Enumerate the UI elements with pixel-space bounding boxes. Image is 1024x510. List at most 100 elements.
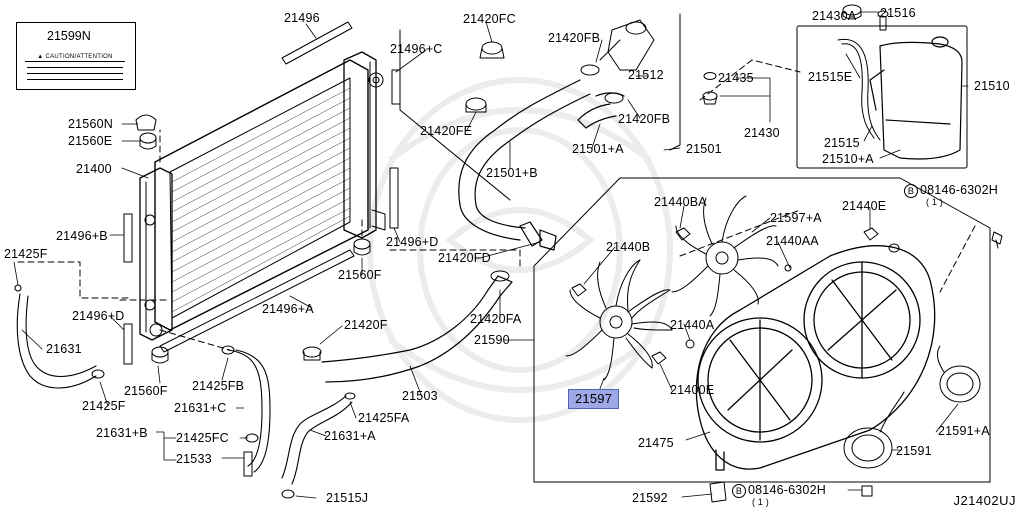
- bolt-callout-lower-qty: ( 1 ): [752, 497, 770, 507]
- label-21631[interactable]: 21631: [46, 342, 82, 356]
- lower-hose-21503: [321, 275, 513, 383]
- seal-21496-a: [159, 249, 355, 353]
- bolt-callout-lower-part: 08146-6302H: [748, 483, 826, 497]
- motor-21591: [843, 391, 905, 469]
- label-21512[interactable]: 21512: [628, 68, 664, 82]
- seal-21496-c: [391, 69, 401, 105]
- label-21440a[interactable]: 21440A: [670, 318, 715, 332]
- label-21496[interactable]: 21496: [284, 11, 320, 25]
- label-21503[interactable]: 21503: [402, 389, 438, 403]
- label-21435[interactable]: 21435: [718, 71, 754, 85]
- cap-21430: [702, 91, 718, 105]
- label-21515j[interactable]: 21515J: [326, 491, 369, 505]
- clamp-21420fa: [490, 270, 510, 282]
- mount-21560e: [139, 132, 157, 150]
- label-21475[interactable]: 21475: [638, 436, 674, 450]
- label-21496-d-left[interactable]: 21496+D: [72, 309, 125, 323]
- label-21515e[interactable]: 21515E: [808, 70, 853, 84]
- fan-blade-21597: [565, 259, 673, 381]
- bolt-callout-upper-part: 08146-6302H: [920, 183, 998, 197]
- label-21510-a[interactable]: 21510+A: [822, 152, 874, 166]
- label-21597-highlighted[interactable]: 21597: [568, 389, 620, 409]
- hose-21631-a: [281, 395, 353, 485]
- clamp-21425f: [91, 369, 105, 379]
- clip-21440aa: [784, 264, 792, 272]
- label-21560f-bottom[interactable]: 21560F: [124, 384, 168, 398]
- label-21420fb-top[interactable]: 21420FB: [548, 31, 601, 45]
- label-21400[interactable]: 21400: [76, 162, 112, 176]
- upper-hose: [458, 79, 591, 251]
- label-21560n[interactable]: 21560N: [68, 117, 113, 131]
- fan-blade-21597-a: [671, 195, 779, 317]
- clamp-21425fb: [221, 345, 235, 355]
- label-21420fa[interactable]: 21420FA: [470, 312, 522, 326]
- label-21425fb[interactable]: 21425FB: [192, 379, 245, 393]
- label-21425f-top[interactable]: 21425F: [4, 247, 48, 261]
- motor-21591-a: [936, 345, 981, 403]
- caution-label-part-number: 21599N: [47, 29, 91, 43]
- clamp-21420fb: [580, 64, 624, 104]
- label-21496-c[interactable]: 21496+C: [390, 42, 443, 56]
- bolt-symbol-icon: B: [904, 184, 918, 198]
- seal-21496-d-left: [123, 323, 133, 365]
- label-21496-d-right[interactable]: 21496+D: [386, 235, 439, 249]
- bolt-lower: [861, 485, 873, 497]
- mount-21560f-top: [353, 238, 371, 256]
- pipe-21533: [243, 451, 253, 477]
- label-21510[interactable]: 21510: [974, 79, 1010, 93]
- bolt-callout-upper-qty: ( 1 ): [926, 197, 944, 207]
- label-21501[interactable]: 21501: [686, 142, 722, 156]
- label-21440ba[interactable]: 21440BA: [654, 195, 707, 209]
- label-21560e[interactable]: 21560E: [68, 134, 113, 148]
- label-21440aa[interactable]: 21440AA: [766, 234, 819, 248]
- label-21400e[interactable]: 21400E: [670, 383, 715, 397]
- mount-21560n: [135, 114, 157, 131]
- label-21420f[interactable]: 21420F: [344, 318, 388, 332]
- label-21533[interactable]: 21533: [176, 452, 212, 466]
- label-21631-a[interactable]: 21631+A: [324, 429, 376, 443]
- label-21501-a[interactable]: 21501+A: [572, 142, 624, 156]
- label-21420fb-bottom[interactable]: 21420FB: [618, 112, 671, 126]
- label-21516[interactable]: 21516: [880, 6, 916, 20]
- label-21420fe[interactable]: 21420FE: [420, 124, 473, 138]
- bracket-21592: [709, 481, 727, 503]
- label-21440b[interactable]: 21440B: [606, 240, 651, 254]
- label-21592[interactable]: 21592: [632, 491, 668, 505]
- label-21591-a[interactable]: 21591+A: [938, 424, 990, 438]
- caution-line-1: [27, 67, 123, 68]
- label-21597-a[interactable]: 21597+A: [770, 211, 822, 225]
- label-21425fc[interactable]: 21425FC: [176, 431, 229, 445]
- label-21560f-top[interactable]: 21560F: [338, 268, 382, 282]
- label-21420fd[interactable]: 21420FD: [438, 251, 491, 265]
- label-21420fc[interactable]: 21420FC: [463, 12, 516, 26]
- mount-21560f-bottom: [151, 346, 169, 364]
- label-21496-a[interactable]: 21496+A: [262, 302, 314, 316]
- fan-assembly-frame: [533, 177, 991, 483]
- label-21591[interactable]: 21591: [896, 444, 932, 458]
- clamp-21420fe: [465, 97, 487, 113]
- label-21440e[interactable]: 21440E: [842, 199, 887, 213]
- label-21425f-bottom[interactable]: 21425F: [82, 399, 126, 413]
- label-21430a[interactable]: 21430A: [812, 9, 857, 23]
- label-21515[interactable]: 21515: [824, 136, 860, 150]
- leader-lines: [13, 11, 969, 499]
- label-21590[interactable]: 21590: [474, 333, 510, 347]
- label-21631-b[interactable]: 21631+B: [96, 426, 148, 440]
- label-21631-c[interactable]: 21631+C: [174, 401, 227, 415]
- seal-21496-b: [123, 213, 133, 263]
- label-21496-b[interactable]: 21496+B: [56, 229, 108, 243]
- seal-21496: [281, 21, 353, 65]
- nut-21440b: [571, 283, 587, 297]
- label-21425fa[interactable]: 21425FA: [358, 411, 410, 425]
- label-21501-b[interactable]: 21501+B: [486, 166, 538, 180]
- label-21430[interactable]: 21430: [744, 126, 780, 140]
- bolt-upper: [991, 231, 1003, 249]
- reservoir-frame: [796, 25, 968, 169]
- caution-line-3: [27, 79, 123, 80]
- clamp-21420f: [302, 346, 322, 361]
- caution-label-21599n: 21599N ▲ CAUTION/ATTENTION: [16, 22, 136, 90]
- nut-21400e: [651, 351, 667, 365]
